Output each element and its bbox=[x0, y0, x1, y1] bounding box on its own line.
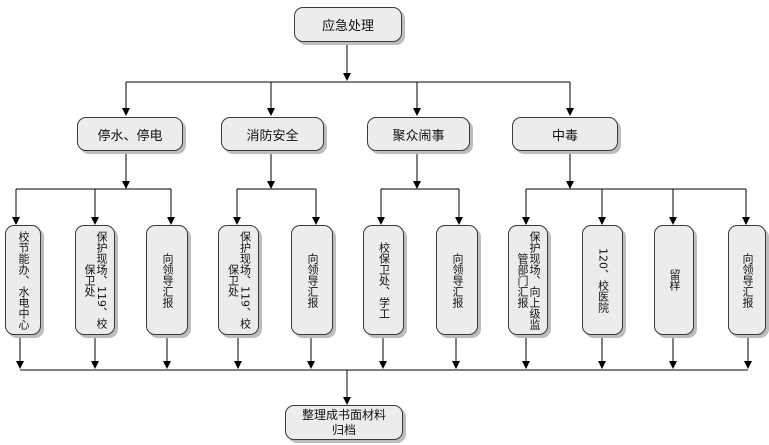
category-label: 中毒 bbox=[551, 128, 578, 144]
action-node: 保护现场、119、校保卫处 bbox=[75, 225, 115, 335]
action-node: 保护现场、向上级监管部门汇报 bbox=[508, 225, 548, 335]
action-label: 校节能办、水电中心 bbox=[17, 230, 30, 330]
final-label-line2: 归档 bbox=[331, 422, 356, 437]
action-label: 校保卫处、学工 bbox=[377, 241, 391, 319]
root-label: 应急处理 bbox=[321, 19, 374, 34]
category-label: 消防安全 bbox=[246, 128, 299, 144]
action-node: 保护现场、119、校保卫处 bbox=[218, 225, 259, 335]
action-node: 向领导汇报 bbox=[291, 225, 333, 335]
category-node-gathering: 聚众闹事 bbox=[367, 117, 470, 151]
action-node: 留样 bbox=[654, 225, 694, 335]
root-node: 应急处理 bbox=[294, 7, 402, 42]
action-label: 向领导汇报 bbox=[741, 252, 754, 308]
action-label: 保护现场、向上级监管部门汇报 bbox=[516, 230, 541, 330]
action-node: 向领导汇报 bbox=[436, 225, 478, 335]
action-node: 校节能办、水电中心 bbox=[5, 225, 41, 335]
action-label: 向领导汇报 bbox=[306, 252, 319, 308]
action-node: 向领导汇报 bbox=[146, 225, 188, 335]
action-node: 120、校医院 bbox=[582, 225, 623, 335]
final-label-line1: 整理成书面材料 bbox=[301, 407, 386, 422]
category-node-fire-safety: 消防安全 bbox=[221, 117, 324, 151]
category-label: 聚众闹事 bbox=[392, 128, 445, 144]
category-label: 停水、停电 bbox=[97, 128, 163, 144]
category-node-water-power: 停水、停电 bbox=[77, 117, 183, 151]
action-label: 向领导汇报 bbox=[161, 252, 174, 308]
action-label: 保护现场、119、校保卫处 bbox=[226, 231, 252, 329]
action-label: 留样 bbox=[668, 269, 681, 291]
action-label: 120、校医院 bbox=[596, 247, 610, 313]
action-node: 向领导汇报 bbox=[728, 225, 766, 335]
category-node-poisoning: 中毒 bbox=[512, 117, 618, 151]
action-label: 向领导汇报 bbox=[451, 252, 464, 308]
final-node: 整理成书面材料 归档 bbox=[285, 405, 403, 440]
action-node: 校保卫处、学工 bbox=[363, 225, 404, 335]
action-label: 保护现场、119、校保卫处 bbox=[83, 231, 108, 329]
